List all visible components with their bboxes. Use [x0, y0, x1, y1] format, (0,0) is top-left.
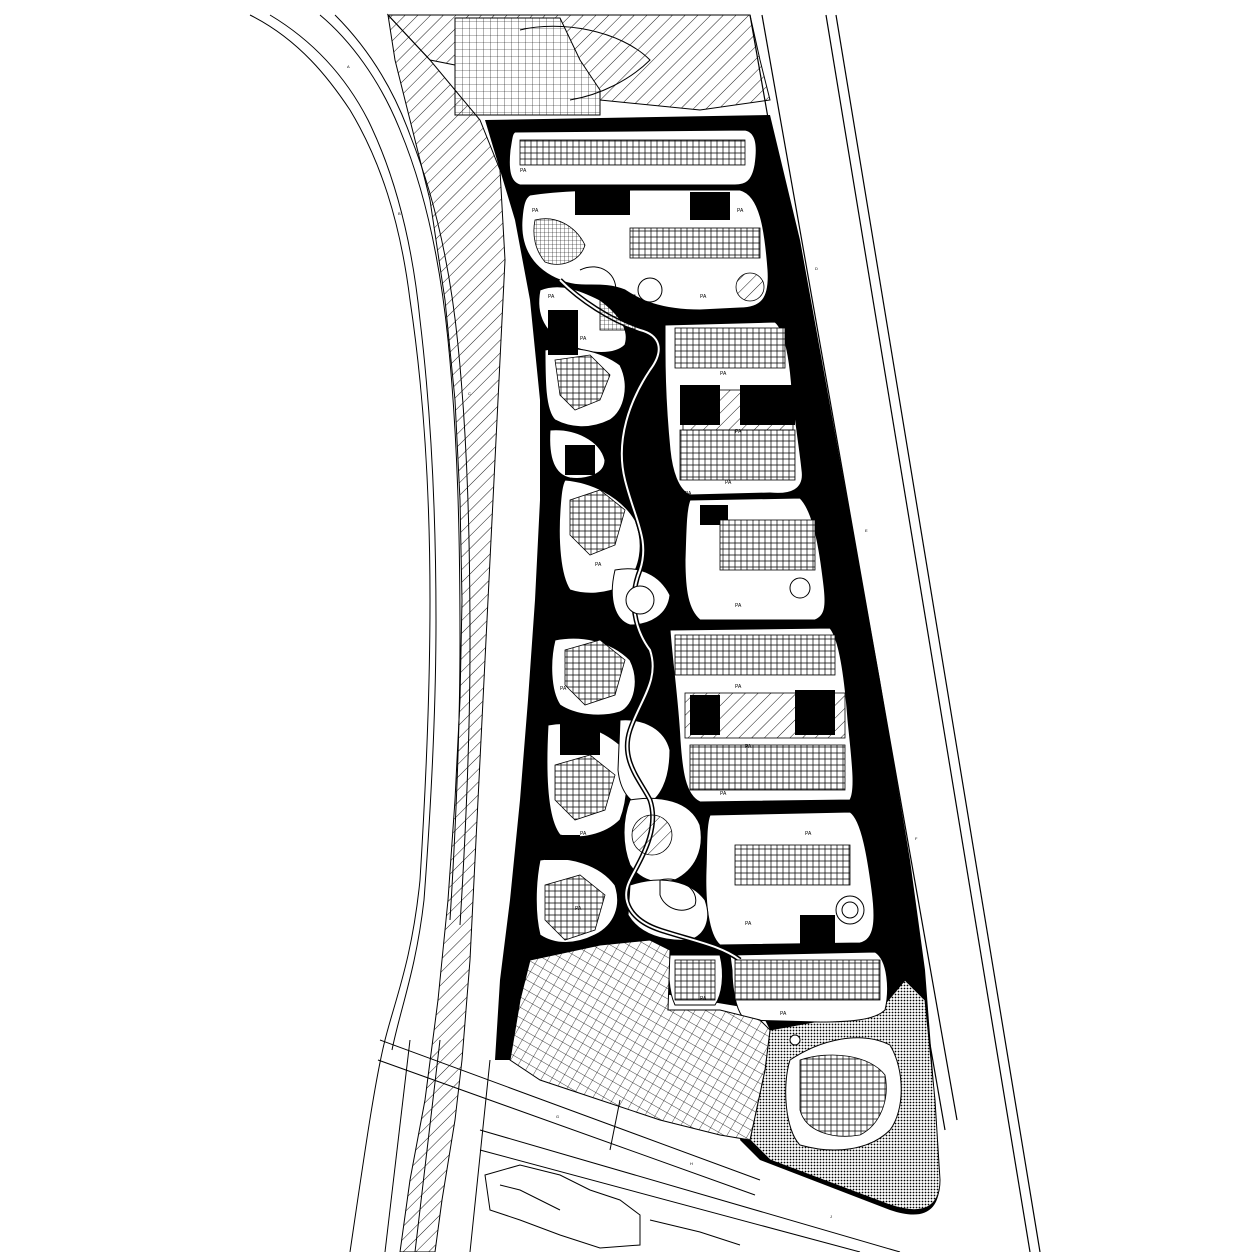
zone-label: PA: [720, 791, 727, 797]
water-features: [579, 266, 697, 911]
zone-label: PA: [580, 831, 587, 837]
zone-label: PA: [700, 294, 707, 300]
zone-label: PA: [805, 831, 812, 837]
zone-label: PA: [745, 744, 752, 750]
north-plaza: [386, 14, 771, 116]
hatched-courts: [599, 272, 846, 856]
central-path-inner: [559, 279, 741, 961]
residential-buildings: [519, 139, 887, 1137]
zone-label: PA: [532, 208, 539, 214]
zone-label: PA: [735, 603, 742, 609]
zone-label: PA: [582, 428, 589, 434]
note: C: [468, 391, 471, 396]
zone-label: PA: [685, 491, 692, 497]
note: B: [398, 211, 401, 216]
zone-label: PA: [780, 1011, 787, 1017]
south-road: [377, 1039, 901, 1252]
zone-label: PA: [580, 336, 587, 342]
zone-label: PA: [720, 371, 727, 377]
zone-label: PA: [548, 294, 555, 300]
zone-label: PA: [745, 921, 752, 927]
south-grid-hatch: [510, 940, 770, 1140]
zone-label: PA: [595, 562, 602, 568]
zone-label: PA: [735, 684, 742, 690]
zone-label: PA: [575, 906, 582, 912]
note: D: [815, 266, 818, 271]
zone-label: PA: [735, 429, 742, 435]
sheet-notes: A B C D E F G H J: [347, 64, 918, 1219]
note: E: [865, 528, 868, 533]
south-neighbor-buildings: [484, 1164, 741, 1249]
zone-label: PA: [520, 168, 527, 174]
zone-label: PA: [737, 208, 744, 214]
zone-label: PA: [560, 686, 567, 692]
note: F: [915, 836, 918, 841]
zone-label: PA: [700, 996, 707, 1002]
zone-labels: PA PA PA PA PA PA PA PA PA PA PA PA PA P…: [520, 168, 812, 1017]
note: J: [830, 1214, 832, 1219]
west-green-strip: [387, 13, 506, 1252]
note: A: [347, 64, 350, 69]
note: G: [556, 1114, 559, 1119]
note: H: [690, 1161, 693, 1166]
zone-label: PA: [725, 480, 732, 486]
round-features: [625, 277, 865, 1046]
